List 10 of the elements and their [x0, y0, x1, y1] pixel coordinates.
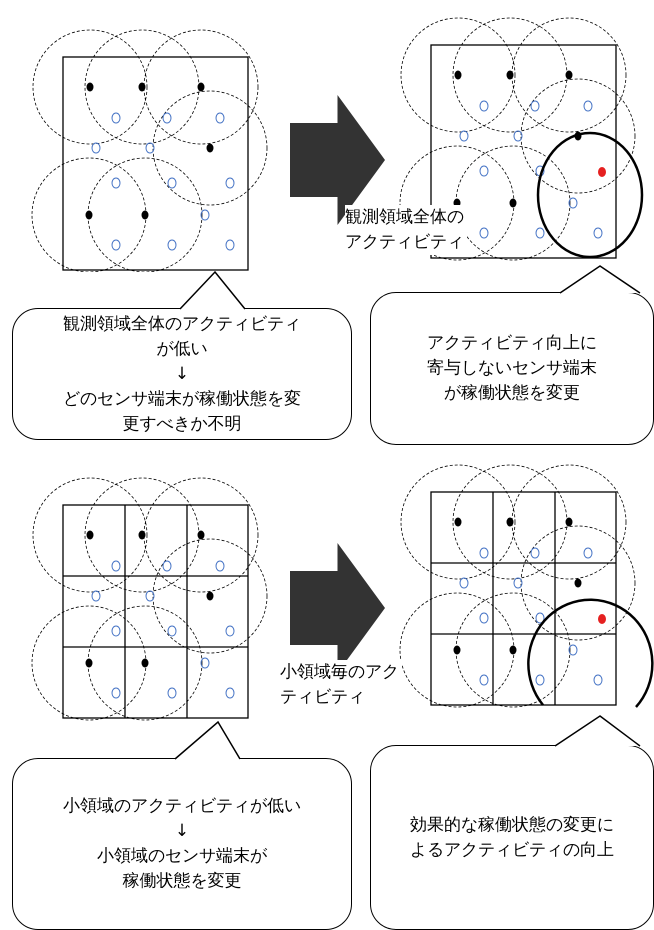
callout-text: アクティビティ向上に寄与しないセンサ端末が稼働状態を変更 — [426, 332, 598, 405]
callout-text: 小領域のセンサ端末が稼働状態を変更 — [96, 845, 268, 893]
callout-text: どのセンサ端末が稼働状態を変更すべきか不明 — [62, 388, 302, 436]
callout-text: 効果的な稼働状態の変更によるアクティビティの向上 — [409, 814, 615, 862]
callout-text: 小領域のアクティビティが低い — [62, 795, 302, 818]
edge-label: 観測領域全体のアクティビティ — [345, 205, 467, 255]
callout-text: 観測領域全体のアクティビティが低い — [62, 312, 302, 360]
callout-text: ↓ — [174, 362, 190, 386]
callout-text: ↓ — [174, 820, 190, 843]
block-arrow — [290, 95, 385, 225]
